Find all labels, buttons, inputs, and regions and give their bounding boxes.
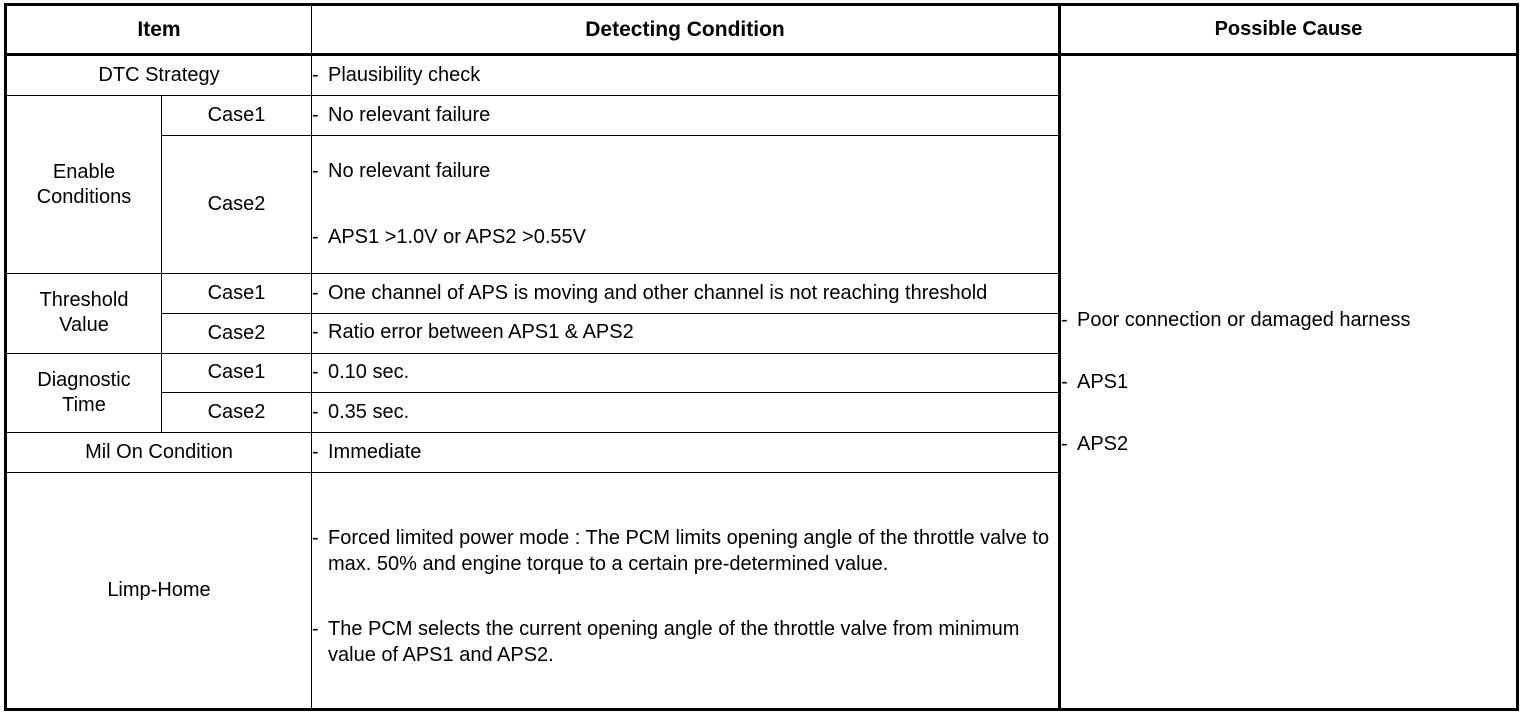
table-row-limp-home: Limp-Home - Forced limited power mode : … xyxy=(5,471,1518,711)
bullet-dash: - xyxy=(1061,432,1068,455)
bullet-item: - No relevant failure xyxy=(312,159,1058,185)
bullet-item: - 0.10 sec. xyxy=(312,360,1058,386)
bullet-dash: - xyxy=(1061,370,1068,393)
case-label-enable-case1: Case1 xyxy=(161,95,312,137)
dtc-diagnostic-table-page: Item Detecting Condition Possible Cause … xyxy=(0,3,1520,717)
cell-threshold-case1-condition: - One channel of APS is moving and other… xyxy=(311,273,1060,314)
bullet-dash: - xyxy=(312,281,319,304)
cell-limp-home-condition: - Forced limited power mode : The PCM li… xyxy=(311,471,1060,711)
bullet-item: - The PCM selects the current opening an… xyxy=(312,617,1058,668)
header-detecting-condition: Detecting Condition xyxy=(311,4,1060,56)
row-label-dtc-strategy: DTC Strategy xyxy=(5,53,312,97)
table-row-threshold-value-case1: Threshold Value Case1 - One channel of A… xyxy=(5,273,1518,354)
cell-diagnostic-case1-condition: - 0.10 sec. xyxy=(311,352,1060,394)
table-header-row: Item Detecting Condition Possible Cause xyxy=(5,4,1518,56)
case-label-threshold-case2: Case2 xyxy=(161,312,312,354)
row-label-line1: Enable xyxy=(52,160,116,183)
dtc-diagnostic-table: Item Detecting Condition Possible Cause … xyxy=(4,3,1519,711)
bullet-item: - 0.35 sec. xyxy=(312,400,1058,426)
bullet-dash: - xyxy=(312,321,319,344)
possible-cause-text: APS1 xyxy=(1077,370,1129,393)
row-label-line1: Diagnostic xyxy=(37,368,131,391)
bullet-dash: - xyxy=(312,103,319,126)
bullet-text: Forced limited power mode : The PCM limi… xyxy=(328,527,1050,575)
bullet-item: - Forced limited power mode : The PCM li… xyxy=(312,526,1058,577)
bullet-item: - Immediate xyxy=(312,440,1058,466)
bullet-text: 0.35 sec. xyxy=(328,400,410,423)
bullet-text: One channel of APS is moving and other c… xyxy=(328,281,988,304)
case-label-diagnostic-case2: Case2 xyxy=(161,392,312,434)
table-row-dtc-strategy: DTC Strategy - Plausibility check - Poor… xyxy=(5,53,1518,710)
list-item: - Poor connection or damaged harness xyxy=(1061,308,1516,333)
bullet-dash: - xyxy=(312,527,319,550)
bullet-dash: - xyxy=(312,225,319,248)
bullet-item: - Ratio error between APS1 & APS2 xyxy=(312,320,1058,346)
bullet-dash: - xyxy=(312,159,319,182)
case-label-diagnostic-case1: Case1 xyxy=(161,352,312,394)
cell-threshold-case2-condition: - Ratio error between APS1 & APS2 xyxy=(311,312,1060,354)
table-row-enable-conditions-case1: Enable Conditions Case1 - No relevant fa… xyxy=(5,95,1518,274)
bullet-text: No relevant failure xyxy=(328,103,491,126)
row-label-enable-conditions: Enable Conditions xyxy=(5,95,162,274)
table-row-threshold-value-case2: Case2 - Ratio error between APS1 & APS2 xyxy=(6,312,1518,354)
table-row-diagnostic-time-case1: Diagnostic Time Case1 - 0.10 sec. xyxy=(5,352,1518,434)
row-label-line1: Threshold xyxy=(39,289,129,312)
bullet-dash: - xyxy=(312,361,319,384)
cell-dtc-strategy-condition: - Plausibility check xyxy=(311,53,1060,97)
bullet-item: - One channel of APS is moving and other… xyxy=(312,281,1058,307)
bullet-dash: - xyxy=(312,618,319,641)
bullet-text: 0.10 sec. xyxy=(328,361,410,384)
bullet-dash: - xyxy=(312,440,319,463)
row-label-mil-on-condition: Mil On Condition xyxy=(5,432,312,473)
row-label-diagnostic-time: Diagnostic Time xyxy=(5,352,162,434)
bullet-text: APS1 >1.0V or APS2 >0.55V xyxy=(328,225,586,248)
cell-enable-case2-condition: - No relevant failure - APS1 >1.0V or AP… xyxy=(311,135,1060,274)
bullet-dash: - xyxy=(312,63,319,86)
possible-cause-list: - Poor connection or damaged harness - A… xyxy=(1061,308,1516,457)
bullet-text: No relevant failure xyxy=(328,159,491,182)
row-label-line2: Conditions xyxy=(36,185,132,208)
case-label-enable-case2: Case2 xyxy=(161,135,312,274)
header-possible-cause: Possible Cause xyxy=(1058,4,1518,56)
bullet-text: The PCM selects the current opening angl… xyxy=(328,618,1020,667)
cell-enable-case1-condition: - No relevant failure xyxy=(311,95,1060,137)
bullet-text: Plausibility check xyxy=(328,63,481,86)
header-item: Item xyxy=(5,4,312,56)
row-label-line2: Time xyxy=(62,393,106,416)
row-label-line2: Value xyxy=(59,314,109,337)
table-row-enable-conditions-case2: Case2 - No relevant failure - APS1 >1.0V… xyxy=(6,135,1518,274)
list-item: - APS2 xyxy=(1061,432,1516,457)
possible-cause-text: Poor connection or damaged harness xyxy=(1077,308,1411,331)
row-label-limp-home: Limp-Home xyxy=(5,471,312,711)
bullet-item: - Plausibility check xyxy=(312,63,1058,89)
bullet-text: Immediate xyxy=(328,440,422,463)
spacer xyxy=(312,577,1058,617)
bullet-text: Ratio error between APS1 & APS2 xyxy=(328,321,634,344)
cell-diagnostic-case2-condition: - 0.35 sec. xyxy=(311,392,1060,434)
case-label-threshold-case1: Case1 xyxy=(161,273,312,314)
possible-cause-text: APS2 xyxy=(1077,432,1129,455)
bullet-dash: - xyxy=(1061,308,1068,331)
spacer xyxy=(312,185,1058,225)
bullet-item: - APS1 >1.0V or APS2 >0.55V xyxy=(312,225,1058,251)
bullet-item: - No relevant failure xyxy=(312,103,1058,129)
cell-mil-on-condition: - Immediate xyxy=(311,432,1060,473)
row-label-threshold-value: Threshold Value xyxy=(5,273,162,354)
bullet-dash: - xyxy=(312,400,319,423)
list-item: - APS1 xyxy=(1061,370,1516,395)
cell-possible-cause-list: - Poor connection or damaged harness - A… xyxy=(1058,54,1518,710)
